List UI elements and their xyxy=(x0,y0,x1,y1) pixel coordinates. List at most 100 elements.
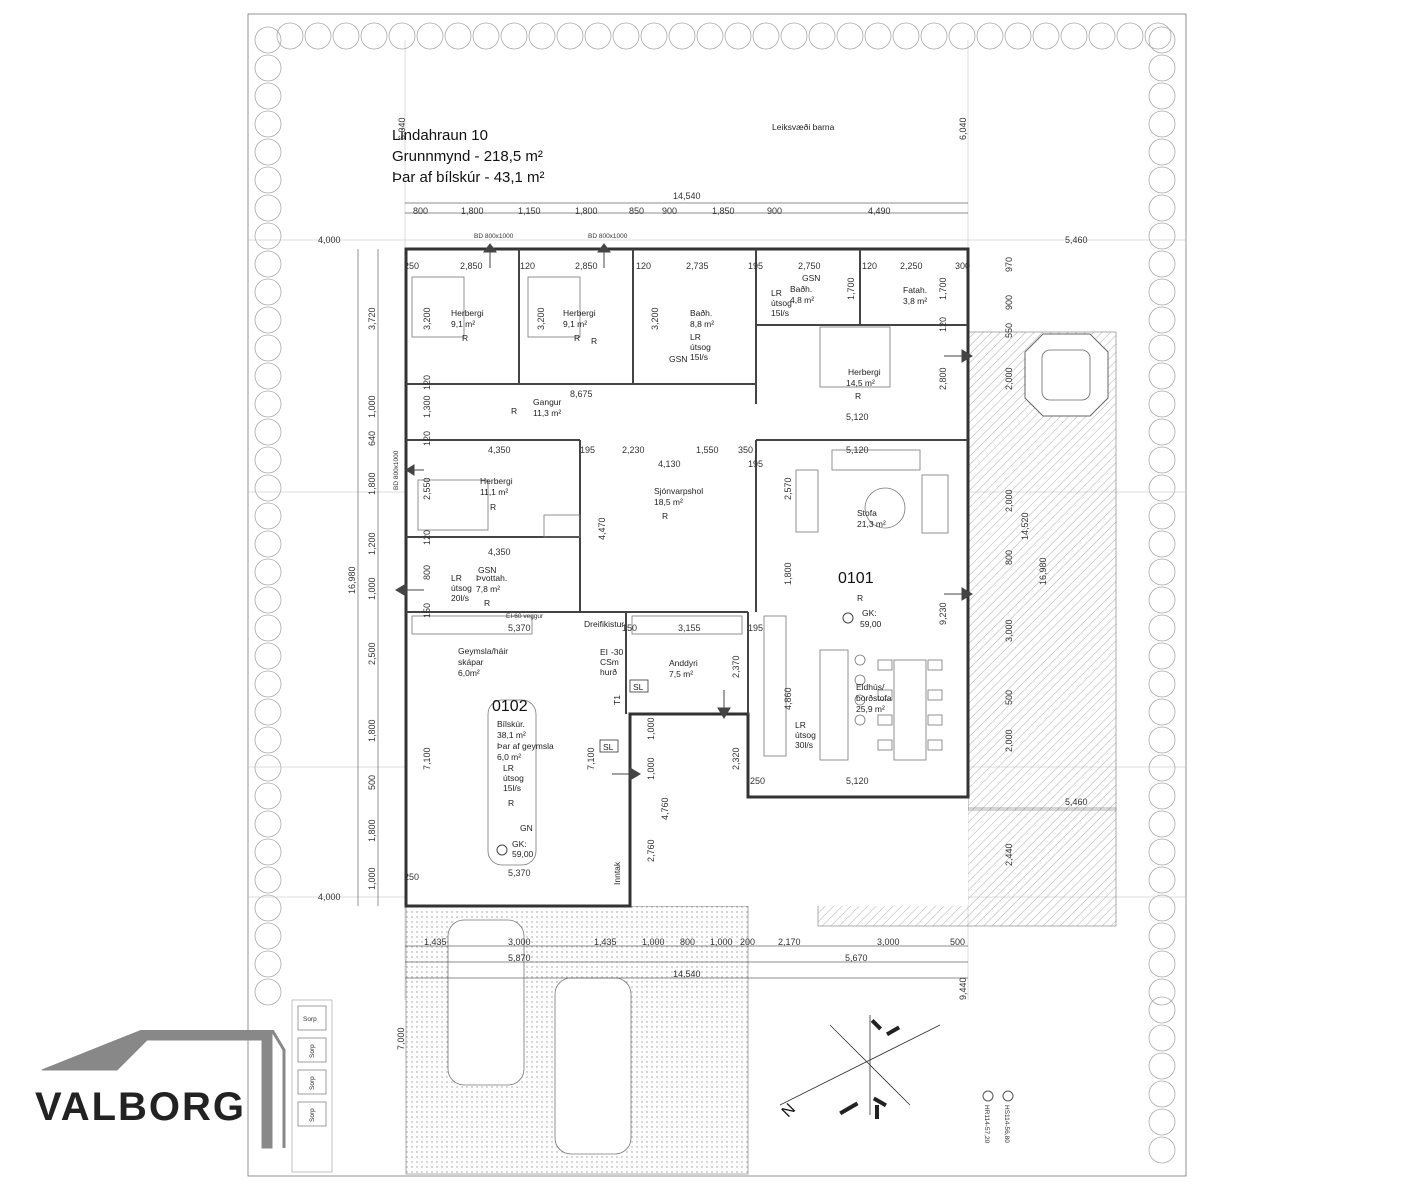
tree-symbol xyxy=(1148,698,1176,726)
tree-symbol xyxy=(1148,894,1176,922)
car-outline-1 xyxy=(447,919,525,1086)
svg-text:LR: LR xyxy=(690,332,701,342)
svg-text:9,440: 9,440 xyxy=(958,977,968,1000)
svg-text:Fatah.: Fatah. xyxy=(903,285,927,295)
tree-symbol xyxy=(254,922,282,950)
svg-text:120: 120 xyxy=(422,431,432,446)
svg-text:2,760: 2,760 xyxy=(646,839,656,862)
tree-symbol xyxy=(780,22,808,50)
svg-text:Baðh.: Baðh. xyxy=(690,308,712,318)
tree-symbol xyxy=(1148,866,1176,894)
svg-text:LR: LR xyxy=(771,288,782,298)
tree-symbol xyxy=(416,22,444,50)
tree-symbol xyxy=(254,278,282,306)
tree-symbol xyxy=(254,110,282,138)
tree-symbol xyxy=(254,390,282,418)
svg-text:Þvottah.: Þvottah. xyxy=(476,573,507,583)
dims-top: 800 1,800 1,150 1,800 850 900 1,850 900 … xyxy=(413,206,891,216)
svg-text:Sorp: Sorp xyxy=(309,1044,316,1058)
svg-text:R: R xyxy=(855,391,861,401)
ventilation-tags: LR útsog 15l/s LR útsog 15l/s LR útsog 2… xyxy=(451,288,816,793)
svg-text:SL: SL xyxy=(633,682,644,692)
svg-text:3,155: 3,155 xyxy=(678,623,701,633)
svg-text:6,0 m²: 6,0 m² xyxy=(497,752,521,762)
svg-text:800: 800 xyxy=(680,937,695,947)
tree-symbol xyxy=(254,138,282,166)
tree-symbol xyxy=(254,222,282,250)
tree-symbol xyxy=(1060,22,1088,50)
svg-text:1,800: 1,800 xyxy=(461,206,484,216)
svg-text:1,000: 1,000 xyxy=(642,937,665,947)
tree-symbol xyxy=(254,838,282,866)
tree-symbol xyxy=(254,362,282,390)
svg-text:LR: LR xyxy=(451,573,462,583)
svg-text:11,3 m²: 11,3 m² xyxy=(533,408,561,418)
svg-text:GK:: GK: xyxy=(862,608,877,618)
tree-symbol xyxy=(304,22,332,50)
svg-text:Herbergi: Herbergi xyxy=(451,308,484,318)
tree-symbol xyxy=(1148,222,1176,250)
tree-symbol xyxy=(254,502,282,530)
svg-text:LR: LR xyxy=(503,763,514,773)
svg-text:Herbergi: Herbergi xyxy=(480,476,513,486)
svg-text:hurð: hurð xyxy=(600,667,617,677)
svg-text:900: 900 xyxy=(1004,295,1014,310)
tree-symbol xyxy=(1148,278,1176,306)
svg-text:500: 500 xyxy=(950,937,965,947)
svg-text:3,000: 3,000 xyxy=(877,937,900,947)
tree-symbol xyxy=(1148,1024,1176,1052)
tree-symbol xyxy=(472,22,500,50)
tree-symbol xyxy=(254,558,282,586)
svg-text:6,040: 6,040 xyxy=(397,117,407,140)
tree-symbol xyxy=(1148,642,1176,670)
tree-symbol xyxy=(1148,670,1176,698)
svg-text:Sjónvarpshol: Sjónvarpshol xyxy=(654,486,703,496)
tree-symbol xyxy=(1148,996,1176,1024)
tree-symbol xyxy=(1144,22,1172,50)
tree-symbol xyxy=(752,22,780,50)
svg-text:1,000: 1,000 xyxy=(646,717,656,740)
svg-text:1,435: 1,435 xyxy=(424,937,447,947)
svg-text:1,850: 1,850 xyxy=(712,206,735,216)
svg-text:Herbergi: Herbergi xyxy=(848,367,881,377)
bin-labels: Sorp Sorp Sorp Sorp xyxy=(303,1016,317,1122)
svg-text:1,200: 1,200 xyxy=(367,532,377,555)
tree-symbol xyxy=(388,22,416,50)
tree-symbol xyxy=(640,22,668,50)
svg-text:1,550: 1,550 xyxy=(696,445,719,455)
svg-text:útsog: útsog xyxy=(503,773,524,783)
svg-text:2,550: 2,550 xyxy=(422,477,432,500)
tree-symbol xyxy=(1148,1052,1176,1080)
svg-text:120: 120 xyxy=(636,261,651,271)
svg-text:skápar: skápar xyxy=(458,657,484,667)
svg-text:900: 900 xyxy=(662,206,677,216)
svg-text:2,230: 2,230 xyxy=(622,445,645,455)
svg-text:59,00: 59,00 xyxy=(860,619,882,629)
tree-symbol xyxy=(1148,82,1176,110)
svg-text:2,170: 2,170 xyxy=(778,937,801,947)
dims-left: 3,720 1,000 640 1,800 1,200 1,000 2,500 … xyxy=(347,249,379,906)
unit-id-garage: 0102 xyxy=(492,698,528,715)
svg-text:R: R xyxy=(591,336,597,346)
svg-text:Sorp: Sorp xyxy=(303,1016,317,1023)
svg-text:útsog: útsog xyxy=(451,583,472,593)
svg-text:3,720: 3,720 xyxy=(367,307,377,330)
svg-text:7,8 m²: 7,8 m² xyxy=(476,584,500,594)
svg-text:EI: EI xyxy=(600,647,608,657)
bins-area xyxy=(291,999,333,1173)
tree-symbol xyxy=(254,82,282,110)
svg-text:14,5 m²: 14,5 m² xyxy=(846,378,875,388)
svg-text:800: 800 xyxy=(1004,550,1014,565)
tree-symbol xyxy=(1148,726,1176,754)
svg-text:2,250: 2,250 xyxy=(900,261,923,271)
svg-text:1,435: 1,435 xyxy=(594,937,617,947)
svg-text:R: R xyxy=(490,502,496,512)
tree-symbol xyxy=(254,810,282,838)
compass-rose xyxy=(779,1015,941,1119)
svg-text:5,120: 5,120 xyxy=(846,412,869,422)
window-label: BD 800x1000 xyxy=(393,450,400,490)
dims-bottom: 1,435 3,000 1,435 1,000 800 1,000 200 2,… xyxy=(405,937,968,979)
tree-symbol xyxy=(948,22,976,50)
tree-symbol xyxy=(254,894,282,922)
svg-text:7,000: 7,000 xyxy=(396,1027,406,1050)
